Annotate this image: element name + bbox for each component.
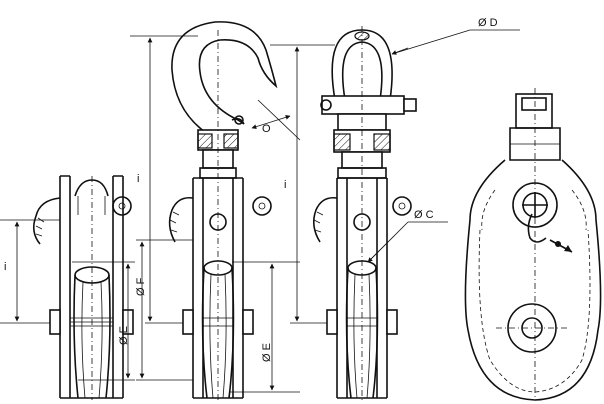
dimension-i-left: i	[0, 219, 60, 324]
dimension-oc: Ø C	[367, 209, 448, 263]
dimension-oe-right: Ø E	[230, 261, 300, 393]
block-view-side	[464, 88, 602, 401]
block-view-plain	[32, 175, 134, 400]
label-oe-left: Ø E	[118, 326, 130, 345]
dimension-od: Ø D	[391, 17, 520, 55]
dimension-o: O	[251, 99, 301, 141]
dimension-oe-left: Ø E	[72, 261, 135, 381]
label-of: Ø F	[135, 277, 147, 296]
block-view-shackle	[312, 26, 417, 400]
label-i-right: i	[284, 179, 286, 191]
block-view-hook	[168, 21, 278, 400]
label-o: O	[262, 123, 271, 135]
label-oe-right: Ø E	[261, 343, 273, 362]
dimension-i-middle: i	[130, 35, 198, 324]
dimension-of: Ø F	[135, 239, 193, 381]
label-od: Ø D	[478, 17, 498, 29]
dimension-i-right: i	[270, 44, 335, 324]
label-i-left: i	[4, 261, 6, 273]
label-oc: Ø C	[414, 209, 434, 221]
label-i-middle: i	[137, 173, 139, 185]
